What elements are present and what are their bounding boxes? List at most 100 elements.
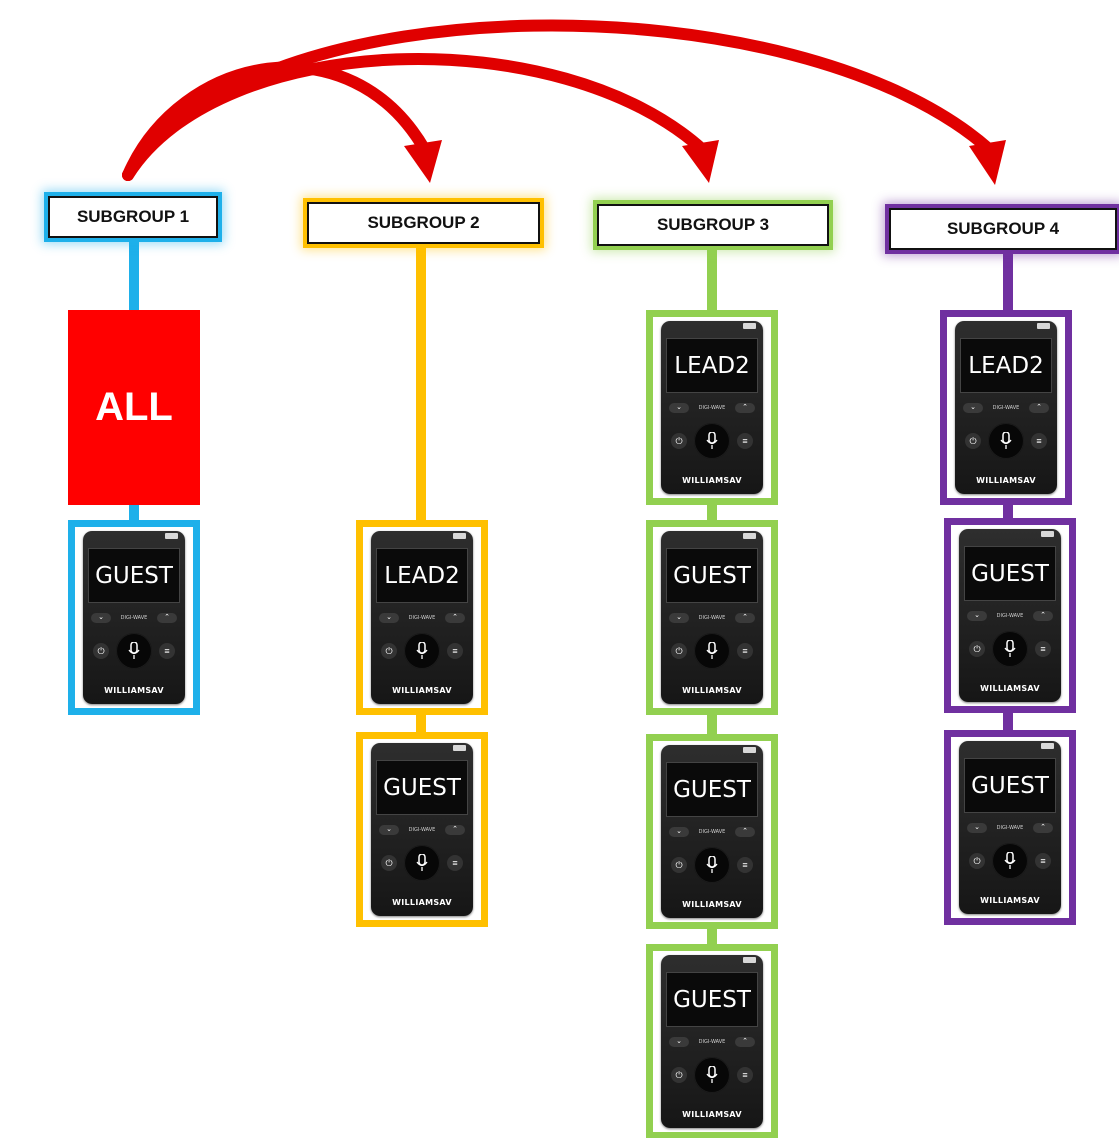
menu-check-icon: ≡ bbox=[159, 643, 175, 659]
device-screen: LEAD2 bbox=[960, 338, 1052, 393]
chevron-up-icon: ⌃ bbox=[1029, 403, 1049, 413]
menu-check-icon: ≡ bbox=[737, 857, 753, 873]
power-icon: ⏻ bbox=[381, 643, 397, 659]
subgroup-2-label: SUBGROUP 2 bbox=[307, 202, 540, 244]
device-frame: LEAD2 ⌄ DIGI-WAVE ⌃ ⏻ ≡ WILLIAMSAV bbox=[646, 310, 778, 505]
device-brand: DIGI-WAVE bbox=[408, 615, 436, 621]
arrowhead-subgroup-3 bbox=[682, 140, 719, 183]
arrowhead-subgroup-2 bbox=[404, 140, 442, 183]
status-led bbox=[453, 533, 466, 539]
status-led bbox=[743, 957, 756, 963]
device-frame: LEAD2 ⌄ DIGI-WAVE ⌃ ⏻ ≡ WILLIAMSAV bbox=[940, 310, 1072, 505]
power-icon: ⏻ bbox=[93, 643, 109, 659]
chevron-up-icon: ⌃ bbox=[735, 1037, 755, 1047]
microphone-icon bbox=[694, 1057, 730, 1093]
device-screen: LEAD2 bbox=[376, 548, 468, 603]
device-logo: WILLIAMSAV bbox=[980, 684, 1040, 693]
transceiver-device: LEAD2 ⌄ DIGI-WAVE ⌃ ⏻ ≡ WILLIAMSAV bbox=[955, 321, 1057, 494]
device-screen: GUEST bbox=[964, 546, 1056, 601]
all-box: ALL bbox=[68, 310, 200, 505]
chevron-up-icon: ⌃ bbox=[157, 613, 177, 623]
device-brand: DIGI-WAVE bbox=[996, 825, 1024, 831]
device-screen: GUEST bbox=[666, 972, 758, 1027]
microphone-icon bbox=[992, 843, 1028, 879]
transceiver-device: GUEST ⌄ DIGI-WAVE ⌃ ⏻ ≡ WILLIAMSAV bbox=[959, 741, 1061, 914]
device-brand: DIGI-WAVE bbox=[698, 829, 726, 835]
transceiver-device: GUEST ⌄ DIGI-WAVE ⌃ ⏻ ≡ WILLIAMSAV bbox=[661, 955, 763, 1128]
device-brand: DIGI-WAVE bbox=[698, 1039, 726, 1045]
status-led bbox=[743, 533, 756, 539]
status-led bbox=[743, 323, 756, 329]
device-screen: GUEST bbox=[88, 548, 180, 603]
device-logo: WILLIAMSAV bbox=[392, 898, 452, 907]
subgroup-3-label: SUBGROUP 3 bbox=[597, 204, 829, 246]
transceiver-device: GUEST ⌄ DIGI-WAVE ⌃ ⏻ ≡ WILLIAMSAV bbox=[661, 531, 763, 704]
chevron-down-icon: ⌄ bbox=[669, 1037, 689, 1047]
transceiver-device: GUEST ⌄ DIGI-WAVE ⌃ ⏻ ≡ WILLIAMSAV bbox=[661, 745, 763, 918]
menu-check-icon: ≡ bbox=[1035, 641, 1051, 657]
power-icon: ⏻ bbox=[671, 433, 687, 449]
status-led bbox=[453, 745, 466, 751]
chevron-up-icon: ⌃ bbox=[735, 827, 755, 837]
device-logo: WILLIAMSAV bbox=[980, 896, 1040, 905]
chevron-down-icon: ⌄ bbox=[967, 823, 987, 833]
device-frame: GUEST ⌄ DIGI-WAVE ⌃ ⏻ ≡ WILLIAMSAV bbox=[944, 518, 1076, 713]
menu-check-icon: ≡ bbox=[737, 643, 753, 659]
transceiver-device: LEAD2 ⌄ DIGI-WAVE ⌃ ⏻ ≡ WILLIAMSAV bbox=[661, 321, 763, 494]
menu-check-icon: ≡ bbox=[737, 1067, 753, 1083]
menu-check-icon: ≡ bbox=[1031, 433, 1047, 449]
subgroup-1-label: SUBGROUP 1 bbox=[48, 196, 218, 238]
device-brand: DIGI-WAVE bbox=[408, 827, 436, 833]
chevron-down-icon: ⌄ bbox=[91, 613, 111, 623]
arrow-to-subgroup-2 bbox=[122, 61, 431, 181]
device-logo: WILLIAMSAV bbox=[976, 476, 1036, 485]
device-frame: GUEST ⌄ DIGI-WAVE ⌃ ⏻ ≡ WILLIAMSAV bbox=[944, 730, 1076, 925]
transceiver-device: LEAD2 ⌄ DIGI-WAVE ⌃ ⏻ ≡ WILLIAMSAV bbox=[371, 531, 473, 704]
arrow-to-subgroup-4 bbox=[122, 19, 996, 181]
power-icon: ⏻ bbox=[671, 643, 687, 659]
chevron-up-icon: ⌃ bbox=[735, 613, 755, 623]
device-screen: GUEST bbox=[666, 548, 758, 603]
device-screen: GUEST bbox=[666, 762, 758, 817]
chevron-up-icon: ⌃ bbox=[445, 825, 465, 835]
device-logo: WILLIAMSAV bbox=[682, 686, 742, 695]
chevron-up-icon: ⌃ bbox=[735, 403, 755, 413]
menu-check-icon: ≡ bbox=[447, 643, 463, 659]
chevron-down-icon: ⌄ bbox=[967, 611, 987, 621]
device-frame: LEAD2 ⌄ DIGI-WAVE ⌃ ⏻ ≡ WILLIAMSAV bbox=[356, 520, 488, 715]
status-led bbox=[743, 747, 756, 753]
device-brand: DIGI-WAVE bbox=[992, 405, 1020, 411]
device-logo: WILLIAMSAV bbox=[104, 686, 164, 695]
device-screen: GUEST bbox=[376, 760, 468, 815]
chevron-down-icon: ⌄ bbox=[963, 403, 983, 413]
microphone-icon bbox=[694, 423, 730, 459]
device-frame: GUEST ⌄ DIGI-WAVE ⌃ ⏻ ≡ WILLIAMSAV bbox=[646, 734, 778, 929]
transceiver-device: GUEST ⌄ DIGI-WAVE ⌃ ⏻ ≡ WILLIAMSAV bbox=[371, 743, 473, 916]
device-logo: WILLIAMSAV bbox=[392, 686, 452, 695]
menu-check-icon: ≡ bbox=[1035, 853, 1051, 869]
chevron-up-icon: ⌃ bbox=[445, 613, 465, 623]
device-brand: DIGI-WAVE bbox=[698, 615, 726, 621]
device-logo: WILLIAMSAV bbox=[682, 900, 742, 909]
arrowhead-subgroup-4 bbox=[969, 140, 1006, 185]
transceiver-device: GUEST ⌄ DIGI-WAVE ⌃ ⏻ ≡ WILLIAMSAV bbox=[959, 529, 1061, 702]
microphone-icon bbox=[988, 423, 1024, 459]
device-logo: WILLIAMSAV bbox=[682, 476, 742, 485]
chevron-down-icon: ⌄ bbox=[379, 613, 399, 623]
device-screen: LEAD2 bbox=[666, 338, 758, 393]
status-led bbox=[1037, 323, 1050, 329]
device-frame: GUEST ⌄ DIGI-WAVE ⌃ ⏻ ≡ WILLIAMSAV bbox=[646, 944, 778, 1138]
menu-check-icon: ≡ bbox=[447, 855, 463, 871]
device-frame: GUEST ⌄ DIGI-WAVE ⌃ ⏻ ≡ WILLIAMSAV bbox=[646, 520, 778, 715]
microphone-icon bbox=[694, 847, 730, 883]
menu-check-icon: ≡ bbox=[737, 433, 753, 449]
device-brand: DIGI-WAVE bbox=[698, 405, 726, 411]
arrow-to-subgroup-3 bbox=[122, 53, 709, 181]
device-brand: DIGI-WAVE bbox=[996, 613, 1024, 619]
power-icon: ⏻ bbox=[671, 857, 687, 873]
subgroup-2-connector bbox=[416, 245, 426, 745]
chevron-down-icon: ⌄ bbox=[669, 827, 689, 837]
power-icon: ⏻ bbox=[381, 855, 397, 871]
microphone-icon bbox=[992, 631, 1028, 667]
microphone-icon bbox=[694, 633, 730, 669]
